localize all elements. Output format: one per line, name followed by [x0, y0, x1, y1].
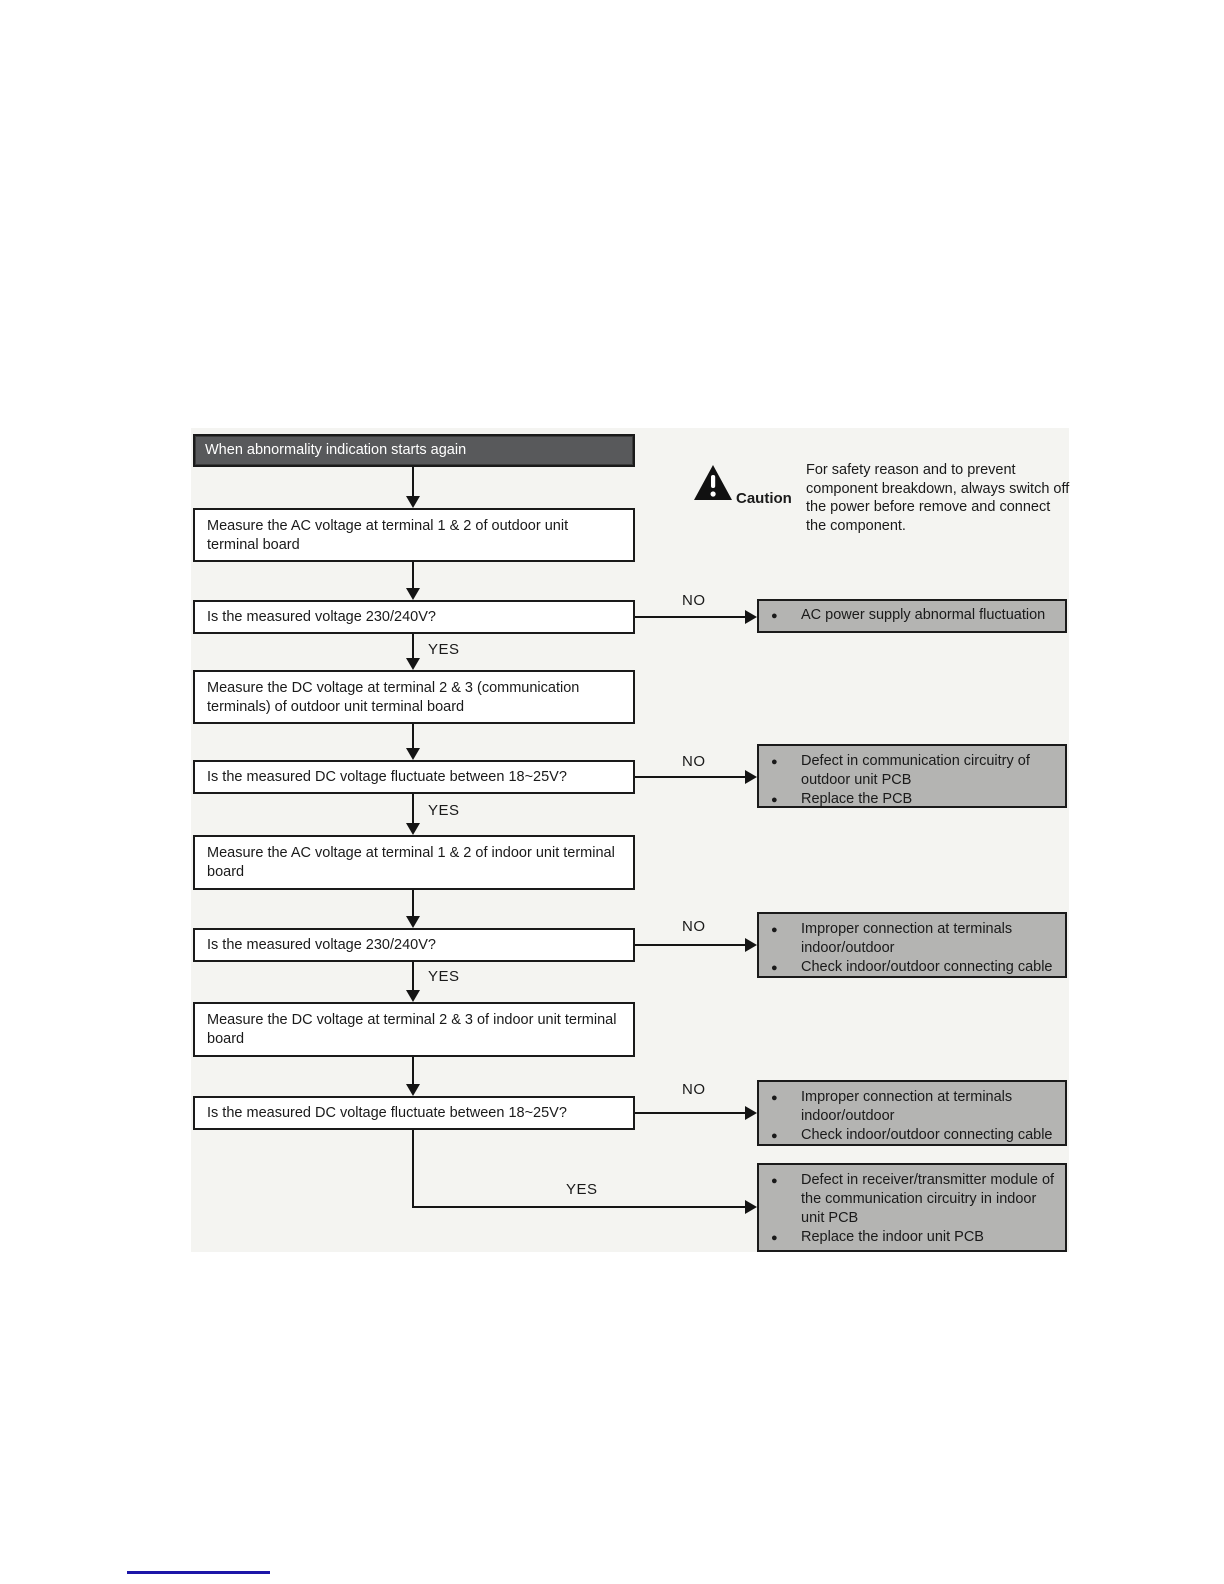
connector-line — [635, 776, 745, 778]
arrowhead-right-icon — [745, 1106, 757, 1120]
connector-line — [635, 616, 745, 618]
bullet-icon: ● — [771, 756, 778, 768]
result-text: Replace the PCB — [801, 791, 913, 807]
result-line: ● Defect in receiver/transmitter module … — [771, 1171, 1055, 1228]
caution-title: Caution — [736, 490, 792, 507]
connector-line — [412, 890, 414, 917]
arrowhead-down-icon — [406, 990, 420, 1002]
bullet-icon: ● — [771, 1130, 778, 1142]
arrowhead-down-icon — [406, 1084, 420, 1096]
result-ac-power-fluctuation: ● AC power supply abnormal fluctuation — [757, 599, 1067, 633]
bullet-icon: ● — [771, 924, 778, 936]
arrowhead-down-icon — [406, 496, 420, 508]
process-measure-ac-outdoor: Measure the AC voltage at terminal 1 & 2… — [193, 508, 635, 562]
yes-label: YES — [566, 1181, 598, 1198]
decision-text: Is the measured DC voltage fluctuate bet… — [207, 768, 567, 785]
arrowhead-down-icon — [406, 658, 420, 670]
no-label: NO — [682, 918, 706, 935]
bullet-icon: ● — [771, 794, 778, 806]
no-label: NO — [682, 592, 706, 609]
connector-line — [412, 794, 414, 824]
arrowhead-right-icon — [745, 770, 757, 784]
result-text: Check indoor/outdoor connecting cable — [801, 959, 1053, 975]
result-text: Improper connection at terminals indoor/… — [801, 921, 1013, 956]
connector-line — [412, 724, 414, 749]
yes-label: YES — [428, 968, 460, 985]
connector-line — [412, 1130, 414, 1208]
no-label: NO — [682, 1081, 706, 1098]
arrowhead-down-icon — [406, 823, 420, 835]
process-measure-dc-indoor: Measure the DC voltage at terminal 2 & 3… — [193, 1002, 635, 1057]
result-defect-indoor-pcb: ● Defect in receiver/transmitter module … — [757, 1163, 1067, 1252]
connector-line — [412, 962, 414, 991]
result-text: AC power supply abnormal fluctuation — [801, 607, 1046, 623]
result-improper-connection-2: ● Improper connection at terminals indoo… — [757, 1080, 1067, 1146]
process-measure-dc-outdoor: Measure the DC voltage at terminal 2 & 3… — [193, 670, 635, 724]
decision-text: Is the measured voltage 230/240V? — [207, 608, 436, 625]
decision-voltage-230-240-indoor: Is the measured voltage 230/240V? — [193, 928, 635, 962]
result-defect-outdoor-pcb: ● Defect in communication circuitry of o… — [757, 744, 1067, 808]
bullet-icon: ● — [771, 1175, 778, 1187]
arrowhead-down-icon — [406, 748, 420, 760]
result-line: ● AC power supply abnormal fluctuation — [771, 606, 1045, 626]
start-node: When abnormality indication starts again — [193, 434, 635, 467]
result-text: Replace the indoor unit PCB — [801, 1229, 984, 1245]
result-line: ● Improper connection at terminals indoo… — [771, 920, 1055, 958]
result-line: ● Replace the indoor unit PCB — [771, 1228, 1055, 1248]
bullet-icon: ● — [771, 962, 778, 974]
connector-line — [635, 1112, 745, 1114]
bullet-icon: ● — [771, 1232, 778, 1244]
connector-line — [635, 944, 745, 946]
decision-dc-18-25-outdoor: Is the measured DC voltage fluctuate bet… — [193, 760, 635, 794]
result-text: Defect in receiver/transmitter module of… — [801, 1172, 1055, 1226]
link-underline — [127, 1571, 270, 1574]
caution-note: Caution For safety reason and to prevent… — [690, 458, 1070, 558]
caution-text: For safety reason and to prevent compone… — [806, 462, 1070, 534]
result-line: ● Check indoor/outdoor connecting cable — [771, 1126, 1055, 1146]
result-improper-connection-1: ● Improper connection at terminals indoo… — [757, 912, 1067, 978]
connector-line — [412, 562, 414, 589]
no-label: NO — [682, 753, 706, 770]
process-measure-ac-indoor: Measure the AC voltage at terminal 1 & 2… — [193, 835, 635, 890]
result-text: Defect in communication circuitry of out… — [801, 753, 1030, 788]
arrowhead-right-icon — [745, 938, 757, 952]
arrowhead-right-icon — [745, 1200, 757, 1214]
yes-label: YES — [428, 641, 460, 658]
result-line: ● Defect in communication circuitry of o… — [771, 752, 1055, 790]
result-line: ● Improper connection at terminals indoo… — [771, 1088, 1055, 1126]
result-text: Check indoor/outdoor connecting cable — [801, 1127, 1053, 1143]
decision-text: Is the measured voltage 230/240V? — [207, 936, 436, 953]
arrowhead-right-icon — [745, 610, 757, 624]
result-text: Improper connection at terminals indoor/… — [801, 1089, 1013, 1124]
decision-text: Is the measured DC voltage fluctuate bet… — [207, 1104, 567, 1121]
warning-triangle-icon — [694, 465, 732, 500]
connector-line — [412, 1057, 414, 1085]
result-line: ● Check indoor/outdoor connecting cable — [771, 958, 1055, 978]
connector-line — [412, 1206, 745, 1208]
yes-label: YES — [428, 802, 460, 819]
decision-dc-18-25-indoor: Is the measured DC voltage fluctuate bet… — [193, 1096, 635, 1130]
connector-line — [412, 634, 414, 659]
arrowhead-down-icon — [406, 588, 420, 600]
result-line: ● Replace the PCB — [771, 790, 1055, 810]
bullet-icon: ● — [771, 610, 778, 622]
bullet-icon: ● — [771, 1092, 778, 1104]
connector-line — [412, 467, 414, 497]
arrowhead-down-icon — [406, 916, 420, 928]
decision-voltage-230-240-outdoor: Is the measured voltage 230/240V? — [193, 600, 635, 634]
